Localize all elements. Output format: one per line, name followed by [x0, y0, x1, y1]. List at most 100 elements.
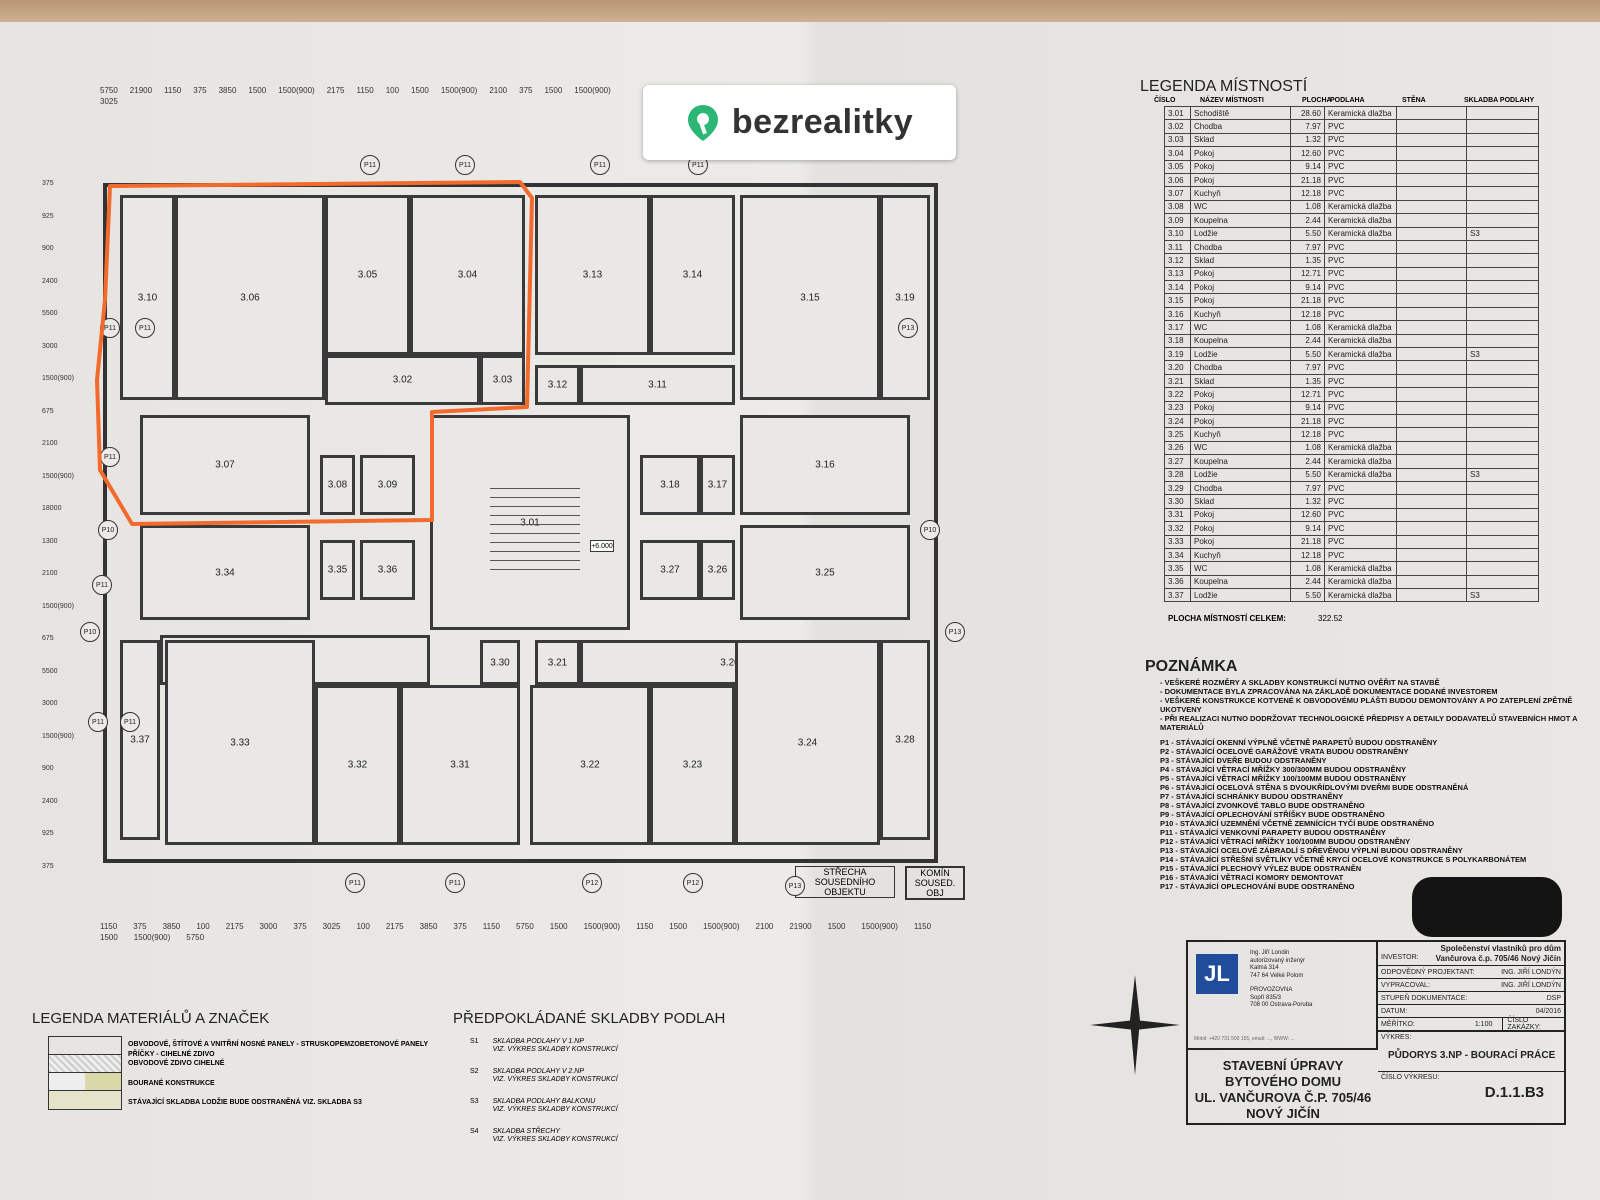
field-label: VYPRACOVAL: — [1381, 981, 1430, 989]
floor-code: S4 — [470, 1128, 479, 1135]
room-area: 7.97 — [1290, 239, 1325, 255]
room-floor: PVC — [1324, 427, 1397, 442]
note-item: P9 - STÁVAJÍCÍ OPLECHOVÁNÍ STŘÍŠKY BUDE … — [1160, 810, 1385, 819]
marker-p11: P11 — [455, 155, 475, 175]
room-number: 3.21 — [1164, 373, 1191, 389]
room-wall — [1396, 320, 1467, 335]
dimension-label: 1500 — [248, 86, 267, 95]
room-floor: PVC — [1324, 507, 1397, 523]
material-item: BOURANÉ KONSTRUKCE — [128, 1079, 215, 1087]
dimension-label: 100 — [196, 922, 210, 931]
room-composition — [1466, 547, 1539, 563]
dimension-label: 3000 — [42, 342, 58, 350]
room-wall — [1396, 387, 1467, 402]
room-floor: PVC — [1324, 172, 1397, 188]
room-area: 7.97 — [1290, 119, 1325, 134]
title-field: DATUM:04/2016 — [1378, 1005, 1564, 1018]
room-name: Pokoj — [1190, 293, 1291, 308]
room-area: 1.08 — [1290, 320, 1325, 335]
room-wall — [1396, 534, 1467, 549]
room-wall — [1396, 547, 1467, 563]
room-area: 5.50 — [1290, 347, 1325, 362]
dimension-label: 1500 — [669, 922, 688, 931]
room: 3.10 — [120, 195, 175, 400]
room-name: Pokoj — [1190, 413, 1291, 429]
room: 3.03 — [480, 355, 525, 405]
material-item: OBVODOVÉ, ŠTÍTOVÉ A VNITŘNÍ NOSNÉ PANELY… — [128, 1041, 429, 1048]
room-number: 3.30 — [1164, 494, 1191, 509]
investor-label: INVESTOR: — [1381, 954, 1419, 961]
room-composition — [1466, 213, 1539, 228]
room-number: 3.22 — [580, 759, 600, 771]
marker-p11: P11 — [360, 155, 380, 175]
room-composition — [1466, 119, 1539, 134]
room-floor: PVC — [1324, 186, 1397, 201]
room-name: WC — [1190, 199, 1291, 215]
field-label: DATUM: — [1381, 1007, 1408, 1015]
room-number: 3.14 — [682, 269, 703, 281]
marker-p11: P11 — [590, 155, 610, 175]
material-swatches — [48, 1036, 122, 1110]
room-wall — [1396, 400, 1467, 415]
dimension-label: 925 — [42, 830, 54, 838]
floor-name: SKLADBA STŘECHY — [492, 1128, 560, 1135]
material-item: PŘÍČKY - CIHELNÉ ZDIVO — [128, 1050, 215, 1058]
floor-code: S1 — [470, 1038, 479, 1045]
room-floor: PVC — [1324, 494, 1397, 509]
room: 3.08 — [320, 455, 355, 515]
room-name: Schodiště — [1190, 105, 1291, 121]
room-number: 3.34 — [215, 567, 235, 578]
dimension-label: 900 — [42, 765, 54, 773]
room-wall — [1396, 494, 1467, 509]
room-floor: PVC — [1324, 306, 1397, 322]
marker-p13: P13 — [945, 622, 965, 642]
marker-p10: P10 — [920, 520, 940, 540]
dimension-label: 3025 — [100, 97, 118, 106]
dimension-label: 1500(900) — [42, 732, 74, 740]
room-wall — [1396, 373, 1467, 389]
room-area: 12.71 — [1290, 266, 1325, 282]
field-value: ING. JIŘÍ LONDÝN — [1501, 968, 1561, 976]
room-composition — [1466, 454, 1539, 469]
dimension-label: 675 — [42, 635, 54, 643]
room-composition — [1466, 561, 1539, 576]
room-floor: PVC — [1324, 119, 1397, 134]
dimension-label: 1500 — [827, 922, 846, 931]
location-pin-icon — [687, 104, 718, 141]
note-item: P14 - STÁVAJÍCÍ STŘEŠNÍ SVĚTLÍKY VČETNĚ … — [1160, 855, 1527, 864]
dimension-label: 100 — [385, 86, 400, 95]
legend-header: STĚNA — [1402, 97, 1426, 104]
room-wall — [1396, 574, 1467, 590]
room: 3.21 — [535, 640, 580, 685]
dimension-label: 375 — [193, 86, 207, 95]
room: 3.25 — [740, 525, 910, 620]
room-name: Pokoj — [1190, 266, 1291, 282]
room-area: 1.08 — [1290, 199, 1325, 215]
room-number: 3.19 — [1164, 347, 1191, 362]
note-item: P6 - STÁVAJÍCÍ OCELOVÁ STĚNA S DVOUKŘÍDL… — [1160, 783, 1469, 792]
room-floor: PVC — [1324, 387, 1397, 402]
note-general: - VEŠKERÉ KONSTRUKCE KOTVENÉ K OBVODOVÉM… — [1160, 696, 1573, 714]
room-area: 1.32 — [1290, 132, 1325, 148]
room-composition — [1466, 387, 1539, 402]
room-area: 21.18 — [1290, 293, 1325, 308]
dimension-label: 375 — [453, 922, 467, 931]
room-area: 21.18 — [1290, 413, 1325, 429]
material-item: STÁVAJÍCÍ SKLADBA LODŽIE BUDE ODSTRANĚNÁ… — [128, 1099, 362, 1106]
room-number: 3.13 — [582, 269, 603, 281]
floor-name: SKLADBA PODLAHY BALKONU — [492, 1098, 596, 1105]
room-area: 9.14 — [1290, 521, 1325, 536]
note-item: P17 - STÁVAJÍCÍ OPLECHOVÁNÍ BUDE ODSTRAN… — [1160, 882, 1355, 891]
